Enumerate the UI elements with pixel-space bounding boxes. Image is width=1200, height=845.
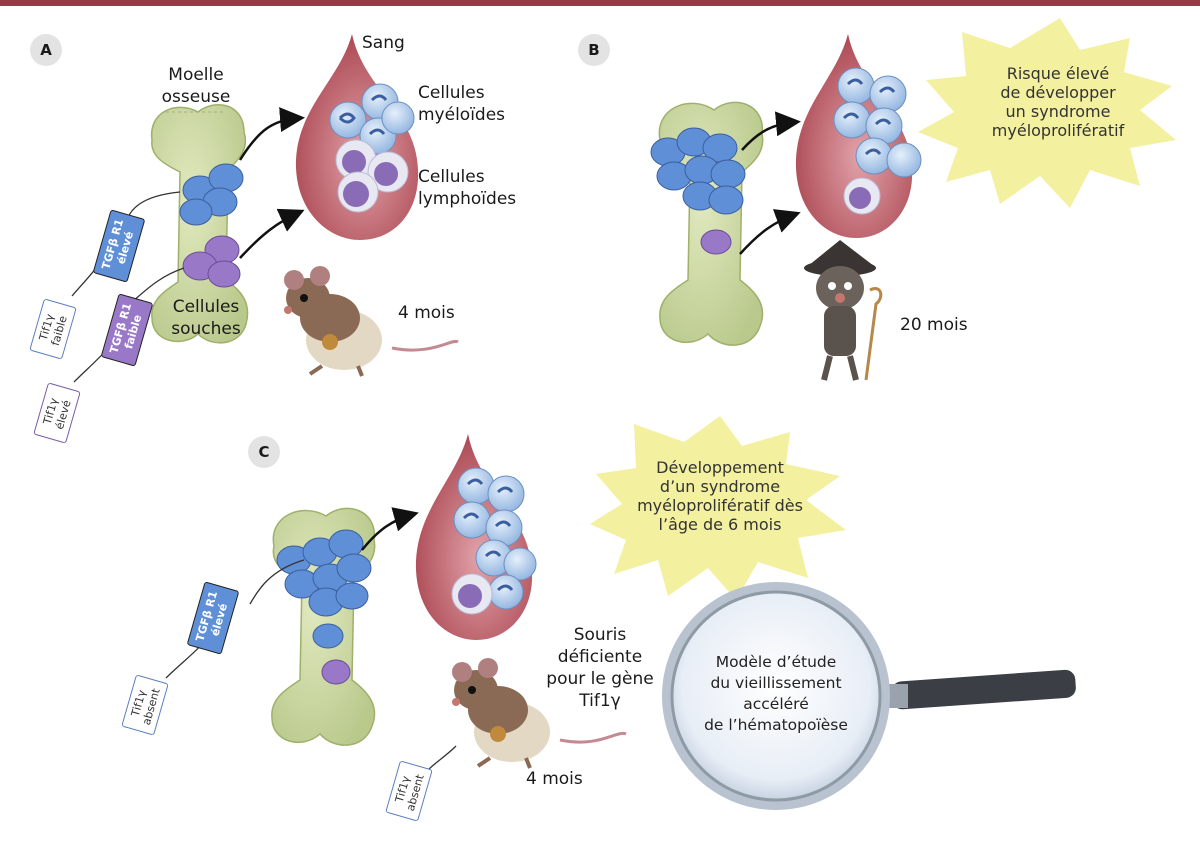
magnifier-text: Modèle d’étude du vieillissement accélér… <box>704 653 848 734</box>
tag-text: Tif1γ élevé <box>40 396 74 431</box>
tag-text: Tif1γ absent <box>392 772 427 813</box>
panel-c-age-label: 4 mois <box>526 769 583 789</box>
arrow-icon <box>361 507 419 551</box>
panel-a-badge: A <box>30 34 62 66</box>
panel-a-blood-drop <box>295 34 419 240</box>
panel-b-badge: B <box>578 34 610 66</box>
old-mouse-icon <box>804 240 883 381</box>
tag-text: Tif1γ absent <box>128 686 163 727</box>
arrow-icon <box>238 107 305 161</box>
starburst-icon <box>918 18 1176 208</box>
panel-a-stem-cells-purple <box>182 235 241 288</box>
blood-label: Sang <box>362 33 405 53</box>
lymphoid-label: Cellules lymphoïdes <box>418 167 517 209</box>
panel-a-age-label: 4 mois <box>398 303 455 323</box>
panel-c-badge: C <box>248 436 280 468</box>
panel-b-age-label: 20 mois <box>900 315 968 335</box>
arrow-icon <box>741 111 801 151</box>
tag-text: Tif1γ faible <box>36 312 70 348</box>
panel-b-blood-drop <box>795 34 922 238</box>
mouse-c-label: Souris déficiente pour le gène Tif1γ <box>546 625 654 711</box>
panel-b-stem-cells <box>650 127 746 255</box>
top-accent-bar <box>0 0 1200 6</box>
tag-string <box>427 745 457 771</box>
tag-string <box>249 559 305 605</box>
starburst-icon <box>590 416 846 600</box>
myeloid-label: Cellules myéloïdes <box>418 83 506 125</box>
stem-cells-label: Cellules souches <box>171 297 241 339</box>
panel-a-stem-cells-blue <box>179 163 244 226</box>
panel-b-callout: Risque élevé de développer un syndrome m… <box>991 64 1125 140</box>
arrow-icon <box>239 208 305 259</box>
panel-c-stem-cells <box>276 529 372 685</box>
mouse-icon <box>452 658 627 769</box>
panel-c-blood-drop <box>415 434 537 640</box>
marrow-label: Moelle osseuse <box>161 65 231 107</box>
magnifier-icon <box>662 582 1076 810</box>
panel-c-callout: Développement d’un syndrome myéloprolifé… <box>637 458 803 534</box>
arrow-icon <box>739 209 801 255</box>
mouse-icon <box>284 266 459 377</box>
